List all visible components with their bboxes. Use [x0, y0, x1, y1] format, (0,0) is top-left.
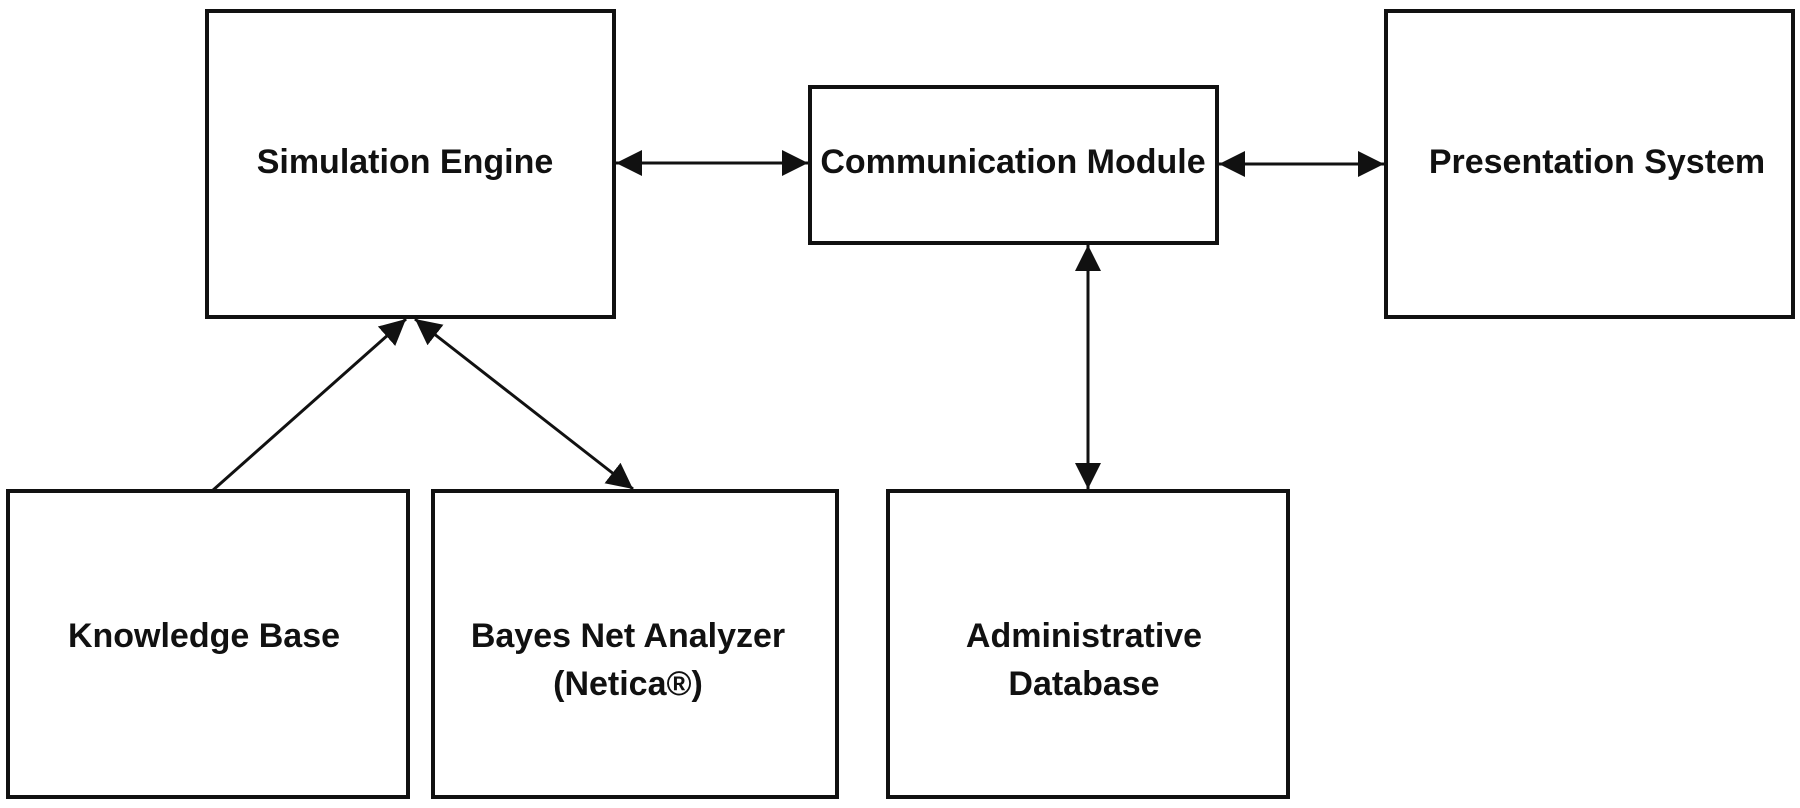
node-administrative-database: Administrative Database: [886, 489, 1290, 799]
node-knowledge-base: Knowledge Base: [6, 489, 410, 799]
presentation-system-box: [1384, 9, 1795, 319]
communication-module-label: Communication Module: [820, 143, 1205, 181]
simulation-engine-box: [205, 9, 616, 319]
administrative-database-label-line2: Database: [1008, 665, 1159, 703]
bayes-net-analyzer-box: [431, 489, 839, 799]
presentation-system-label: Presentation System: [1429, 143, 1765, 181]
edge-simulation-engine-to-bayes-net-analyzer: [414, 317, 634, 491]
knowledge-base-box: [6, 489, 410, 799]
bayes-net-analyzer-label-line1: Bayes Net Analyzer: [471, 617, 785, 655]
node-bayes-net-analyzer: Bayes Net Analyzer (Netica®): [431, 489, 839, 799]
node-communication-module: Communication Module: [808, 85, 1219, 245]
administrative-database-box: [886, 489, 1290, 799]
bayes-net-analyzer-label-line2: (Netica®): [553, 665, 703, 703]
knowledge-base-label: Knowledge Base: [68, 617, 340, 655]
node-simulation-engine: Simulation Engine: [205, 9, 616, 319]
simulation-engine-label: Simulation Engine: [257, 143, 554, 181]
administrative-database-label-line1: Administrative: [966, 617, 1202, 655]
communication-module-box: [808, 85, 1219, 245]
edge-knowledge-base-to-simulation-engine: [211, 317, 407, 493]
node-presentation-system: Presentation System: [1384, 9, 1795, 319]
